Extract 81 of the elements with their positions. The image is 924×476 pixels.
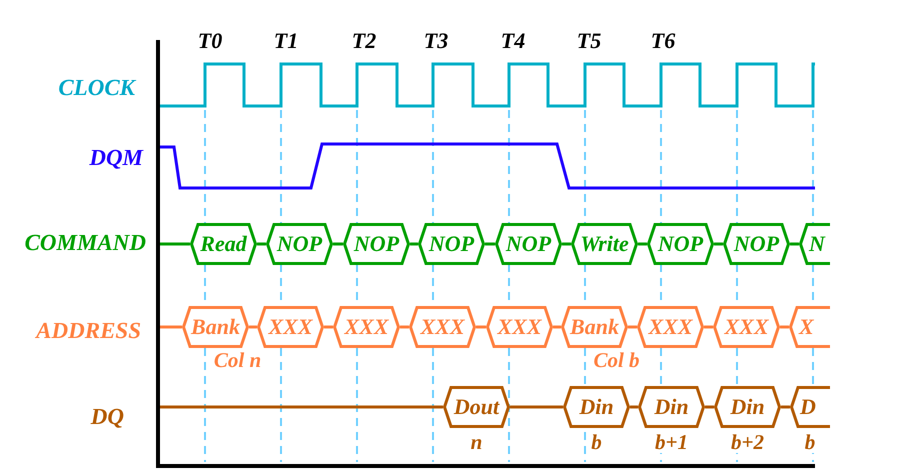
data-value: Din	[579, 396, 614, 418]
command-value: NOP	[734, 233, 780, 255]
data-note: b+1	[655, 432, 688, 453]
clock-cycle-label: T6	[650, 30, 676, 52]
command-value: NOP	[276, 233, 322, 255]
command-hexagon	[418, 223, 485, 265]
address-hexagon	[182, 306, 249, 348]
clock-cycle-label: T5	[576, 30, 602, 52]
address-value: XXX	[268, 316, 313, 338]
signal-name: ADDRESS	[36, 318, 141, 342]
data-hexagon	[638, 386, 705, 428]
command-value: Read	[200, 233, 247, 255]
command-value: N	[809, 233, 825, 255]
address-hexagon	[409, 306, 476, 348]
address-hexagon	[561, 306, 628, 348]
bus-line	[400, 326, 409, 328]
clock-cycle-label: T3	[424, 30, 448, 52]
address-value: Bank	[570, 316, 619, 338]
address-value: Bank	[191, 316, 240, 338]
command-hexagon	[723, 223, 790, 265]
command-value: Write	[580, 233, 629, 255]
command-hexagon	[343, 223, 410, 265]
command-hexagon	[495, 223, 562, 265]
bus-line	[333, 242, 343, 246]
data-value: Din	[654, 396, 689, 418]
address-hexagon	[713, 306, 780, 348]
signal-name: CLOCK	[58, 76, 135, 98]
bus-line	[628, 326, 637, 328]
data-hexagon	[563, 386, 630, 428]
address-value: X	[799, 316, 814, 338]
clock-cycle-label: T2	[352, 30, 376, 52]
clock-cycle-label: T1	[274, 30, 298, 52]
bus-line	[638, 242, 647, 246]
command-value: NOP	[506, 233, 552, 255]
bus-line	[553, 326, 561, 328]
bus-line	[476, 326, 486, 328]
signal-name: COMMAND	[24, 230, 146, 254]
address-value: XXX	[420, 316, 465, 338]
clock-cycle-label: T0	[198, 30, 222, 52]
bus-line	[780, 326, 789, 328]
bus-line	[781, 406, 790, 408]
command-value: NOP	[354, 233, 400, 255]
bus-line	[790, 242, 799, 246]
address-value: XXX	[497, 316, 542, 338]
address-hexagon	[486, 306, 553, 348]
bus-line	[249, 326, 257, 328]
signal-name: DQ	[90, 404, 124, 428]
bus-line	[704, 326, 713, 328]
data-hexagon	[790, 386, 830, 428]
bus-line	[714, 242, 723, 246]
bus-line	[510, 406, 563, 408]
bus-line	[324, 326, 333, 328]
bus-line	[630, 406, 638, 408]
signal-name: DQM	[89, 146, 143, 168]
command-hexagon	[647, 223, 714, 265]
address-value: XXX	[344, 316, 389, 338]
data-hexagon	[443, 386, 510, 428]
data-value: Din	[730, 396, 765, 418]
data-hexagon	[714, 386, 781, 428]
address-hexagon	[257, 306, 324, 348]
bus-line	[257, 242, 266, 246]
clock-cycle-label: T4	[500, 30, 526, 52]
command-value: NOP	[428, 233, 474, 255]
data-value: Dout	[454, 396, 500, 418]
bus-line	[410, 242, 418, 246]
command-hexagon	[266, 223, 333, 265]
address-value: XXX	[724, 316, 769, 338]
data-note: b	[804, 432, 816, 453]
bus-line	[485, 242, 495, 246]
data-value: D	[800, 396, 816, 418]
address-value: XXX	[648, 316, 693, 338]
command-hexagon	[571, 223, 638, 265]
command-hexagon	[190, 223, 257, 265]
address-hexagon	[789, 306, 830, 348]
data-note: b+2	[731, 432, 764, 453]
bus-line	[562, 242, 571, 246]
command-hexagon	[799, 223, 830, 265]
address-hexagon	[637, 306, 704, 348]
command-value: NOP	[658, 233, 704, 255]
address-hexagon	[333, 306, 400, 348]
bus-line	[705, 406, 714, 408]
